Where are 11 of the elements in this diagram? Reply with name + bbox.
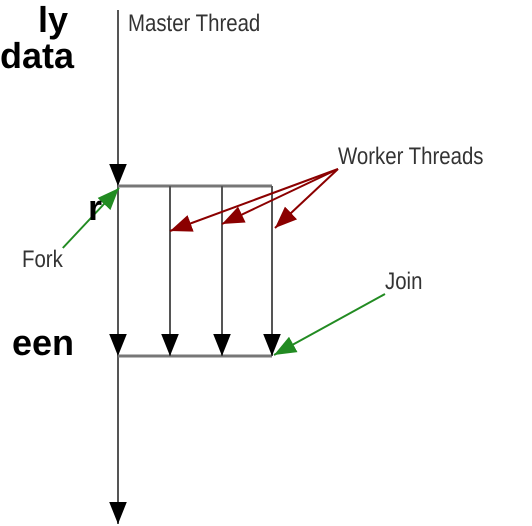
cut-off-heading-text: data <box>0 38 74 74</box>
callout-label: Worker Threads <box>338 145 484 169</box>
callout-label: Join <box>385 270 422 294</box>
leader-arrow <box>274 168 339 229</box>
callout-label: Fork <box>22 248 63 272</box>
cut-off-heading-text: ly <box>38 2 68 38</box>
thread-label: Master Thread <box>128 12 260 36</box>
leader-arrow <box>62 187 120 249</box>
leader-arrow <box>274 293 386 356</box>
cut-off-heading-text: een <box>12 325 74 361</box>
leader-arrow <box>222 168 338 225</box>
